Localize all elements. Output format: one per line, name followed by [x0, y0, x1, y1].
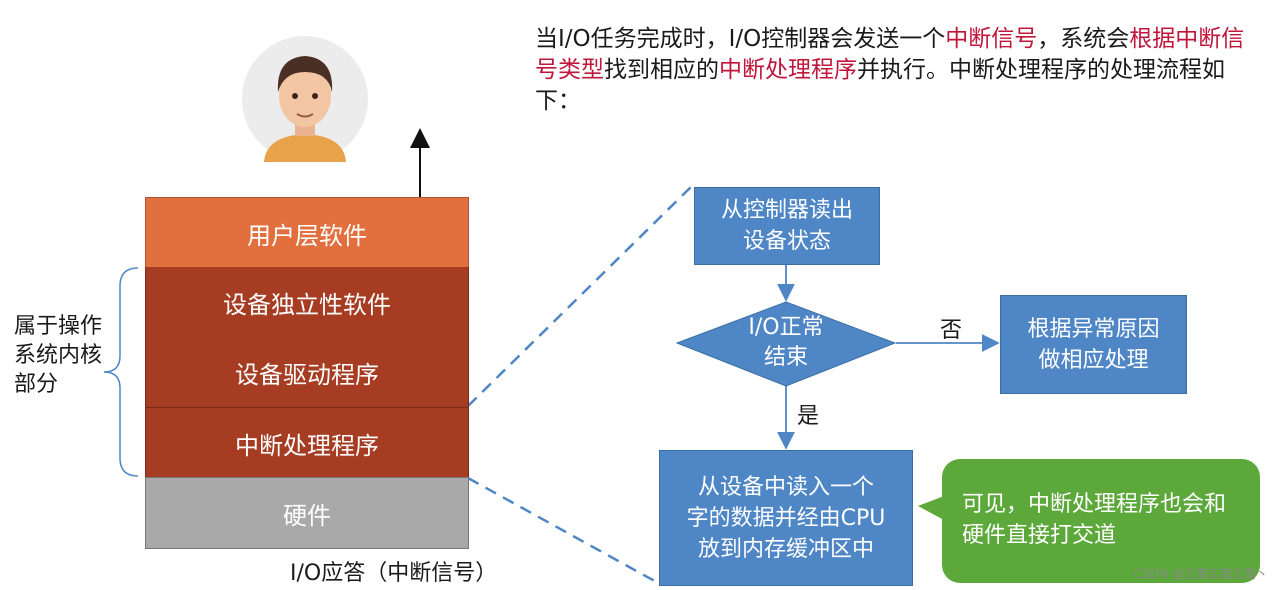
intro-seg: ，系统会 [1037, 26, 1130, 52]
intro-text: 当I/O任务完成时，I/O控制器会发送一个中断信号，系统会根据中断信号类型找到相… [535, 24, 1260, 117]
callout-pointer [918, 496, 944, 520]
person-icon [242, 36, 368, 162]
yes-label: 是 [797, 404, 820, 429]
avatar [242, 36, 368, 162]
zoom-line-bottom [467, 476, 661, 586]
watermark: CSDN @江南江南江南丶 [1133, 567, 1268, 581]
callout-note: 可见，中断处理程序也会和硬件直接打交道 [942, 459, 1260, 583]
layer-label: 中断处理程序 [235, 431, 379, 460]
flow-text: 字的数据并经由CPU [686, 505, 886, 531]
layer-label: 硬件 [283, 501, 331, 530]
intro-seg: 并执行。中断处理程序的处理流程如下： [535, 57, 1225, 114]
flow-text: 根据异常原因 [1027, 316, 1160, 342]
flow-text: 结束 [763, 345, 808, 370]
intro-seg: 当I/O任务完成时，I/O控制器会发送一个 [535, 26, 946, 52]
decision-diamond [675, 301, 897, 387]
layer-device-independent: 设备独立性软件 [145, 267, 469, 337]
decision-label: I/O正常 结束 [700, 313, 872, 373]
intro-highlight: 中断信号 [945, 26, 1038, 52]
layer-interrupt-handler: 中断处理程序 [145, 407, 469, 479]
no-label: 否 [940, 318, 963, 343]
flow-text: I/O正常 [748, 315, 824, 340]
layer-user-software: 用户层软件 [145, 197, 469, 269]
zoom-line-top [467, 185, 693, 407]
flow-step-read-status: 从控制器读出 设备状态 [694, 187, 880, 265]
flow-step-handle-error: 根据异常原因 做相应处理 [1000, 295, 1187, 394]
layer-device-driver: 设备驱动程序 [145, 337, 469, 407]
layer-hardware: 硬件 [145, 477, 469, 549]
intro-highlight: 中断处理程序 [719, 57, 857, 83]
intro-seg: 找到相应的 [604, 57, 719, 83]
flow-text: 从控制器读出 [720, 198, 853, 223]
flow-text: 从设备中读入一个 [697, 474, 874, 500]
flow-text: 设备状态 [742, 229, 831, 254]
io-response-label: I/O应答（中断信号） [290, 561, 498, 586]
kernel-label: 属于操作系统内核部分 [14, 314, 103, 397]
layer-label: 设备驱动程序 [235, 360, 379, 389]
layer-label: 用户层软件 [247, 221, 367, 250]
flow-step-read-data: 从设备中读入一个 字的数据并经由CPU 放到内存缓冲区中 [659, 450, 913, 586]
flow-text: 做相应处理 [1038, 347, 1149, 373]
intro-highlight: 根据中断信号类型 [535, 26, 1245, 83]
layer-label: 设备独立性软件 [223, 290, 391, 319]
flow-text: 放到内存缓冲区中 [697, 536, 874, 562]
kernel-bracket [103, 267, 139, 477]
